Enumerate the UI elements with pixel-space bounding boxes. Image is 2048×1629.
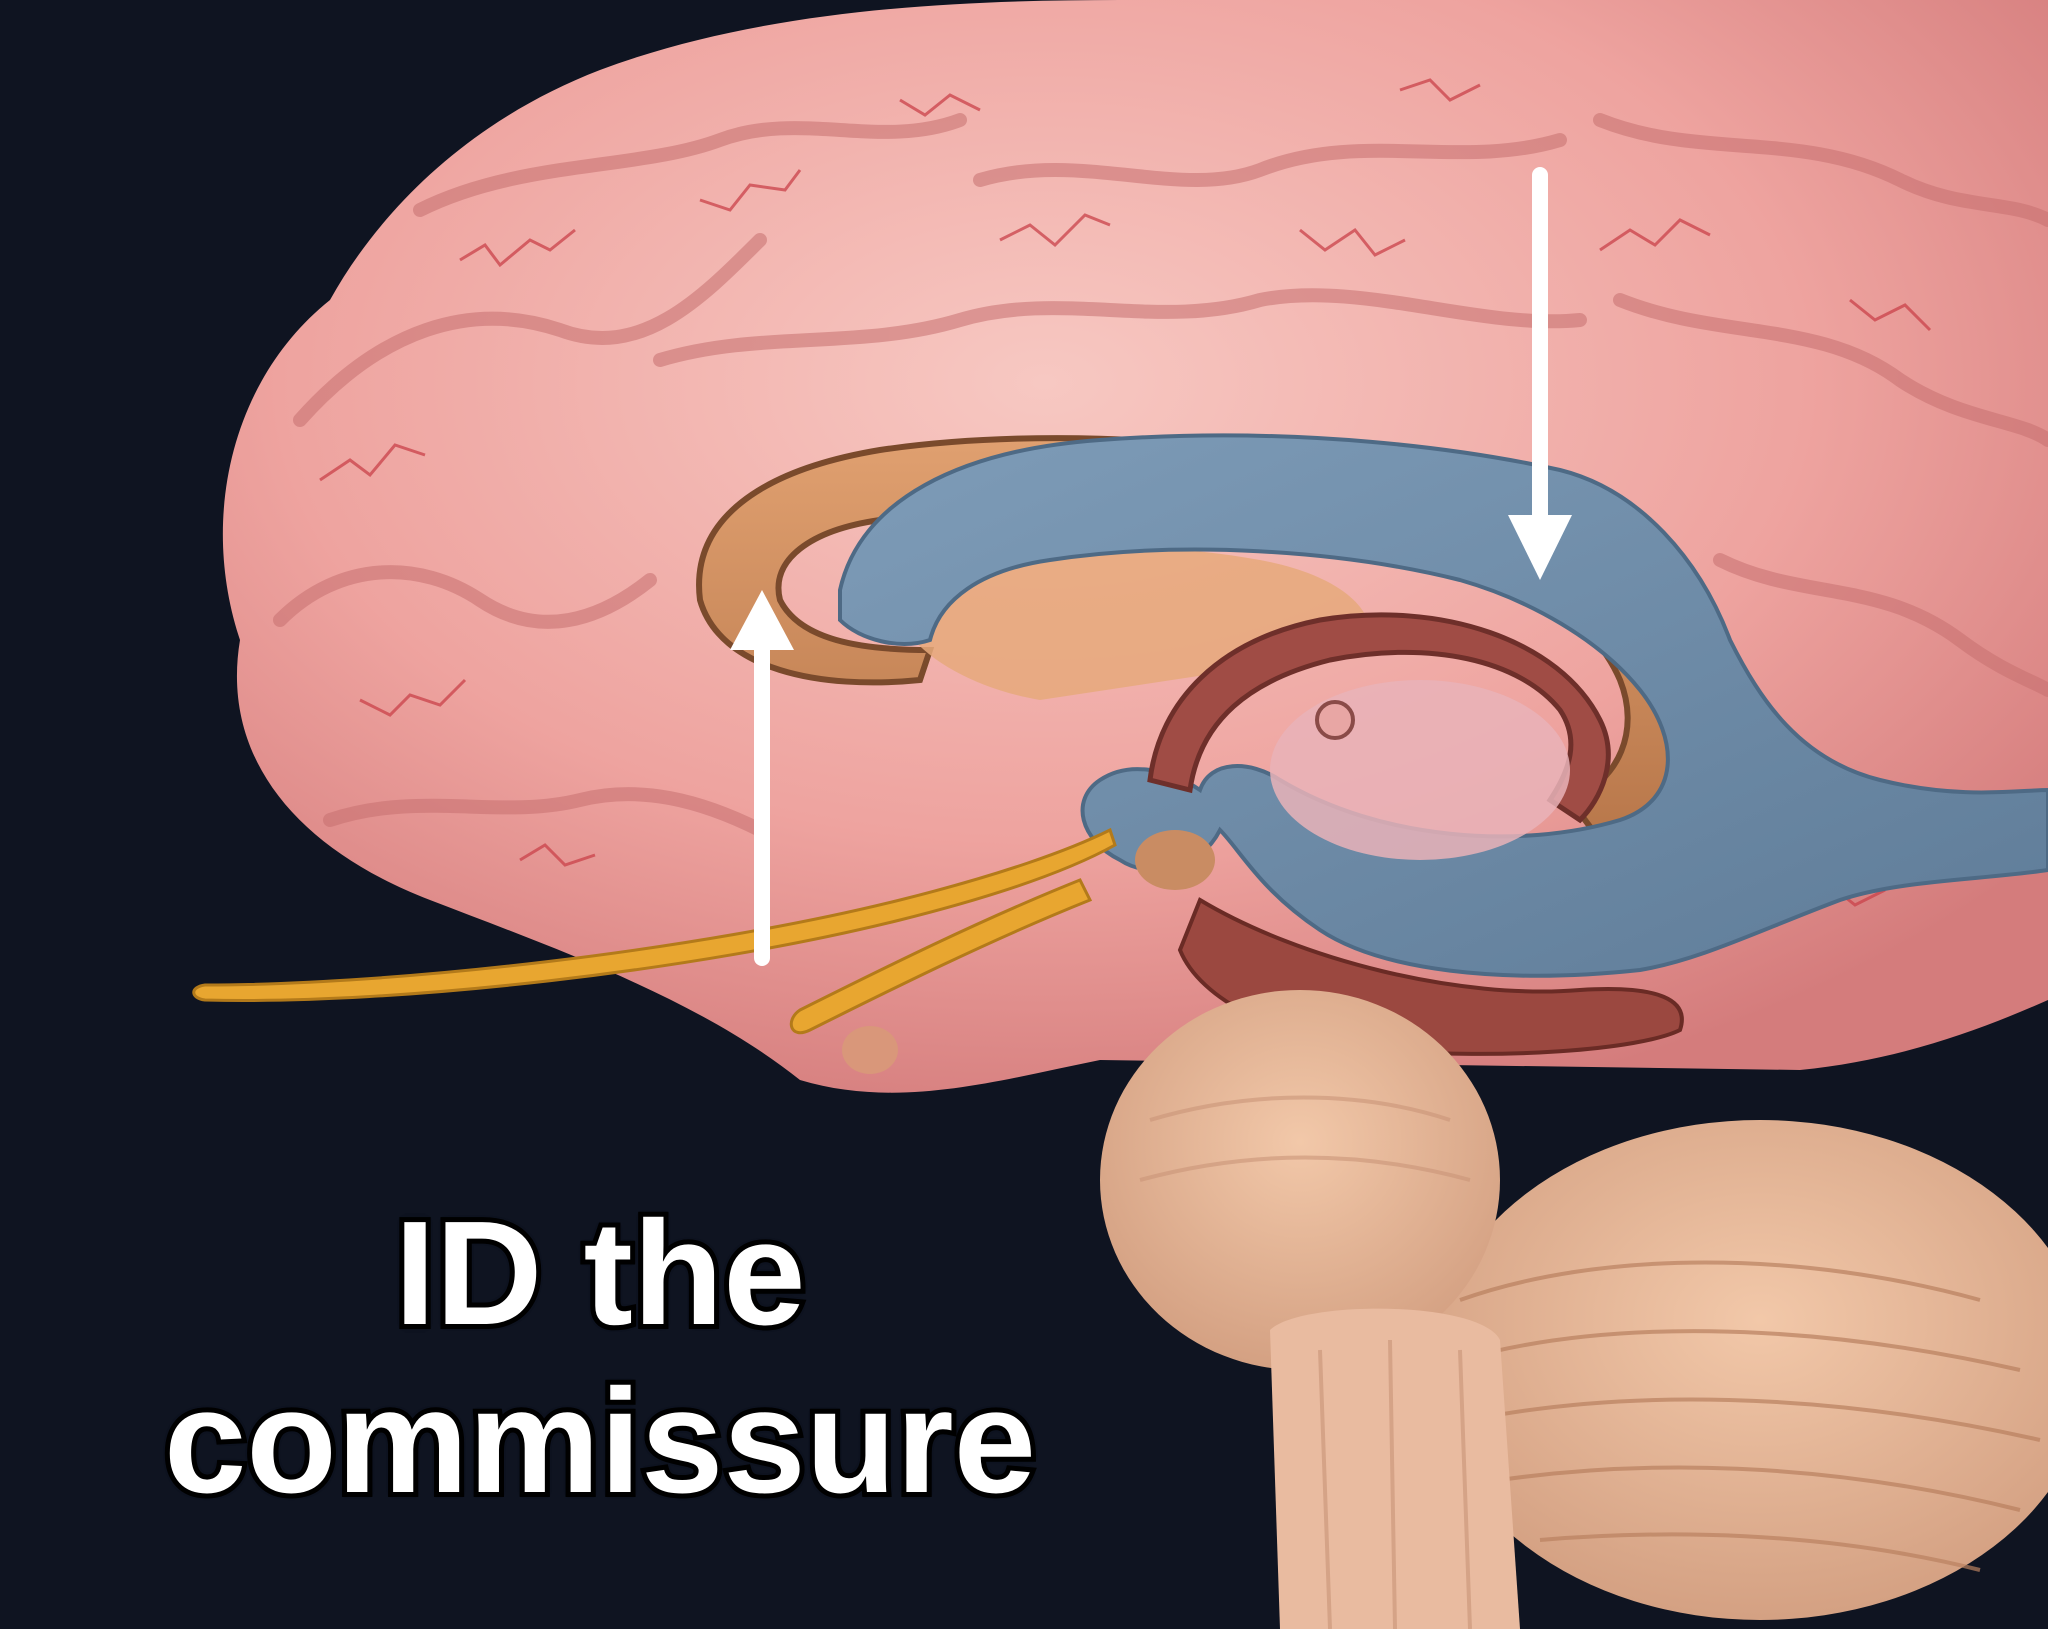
brainstem-ridges: [1139, 1095, 1472, 1629]
pons: [1100, 990, 1500, 1370]
olfactory-tract: [192, 827, 1117, 1002]
optic-nerve: [789, 878, 1093, 1034]
caption-line-1: ID the: [389, 1186, 810, 1361]
lateral-ventricle: [838, 433, 2048, 978]
thalamus: [1270, 680, 1570, 860]
cerebellum: [1430, 1120, 2048, 1620]
blood-vessels: [319, 78, 1932, 907]
caption: ID the commissure: [60, 1186, 1140, 1529]
fornix: [1147, 612, 1611, 824]
arrow-down: [1508, 167, 1572, 580]
pituitary: [842, 1026, 898, 1074]
interthalamic-adhesion: [1315, 700, 1355, 740]
mammillary-body: [1135, 830, 1215, 890]
brainstem: [1270, 1308, 1520, 1629]
caption-line-2: commissure: [159, 1354, 1041, 1529]
cerebellar-folia: [1459, 1260, 2041, 1572]
arrow-up: [730, 590, 794, 966]
